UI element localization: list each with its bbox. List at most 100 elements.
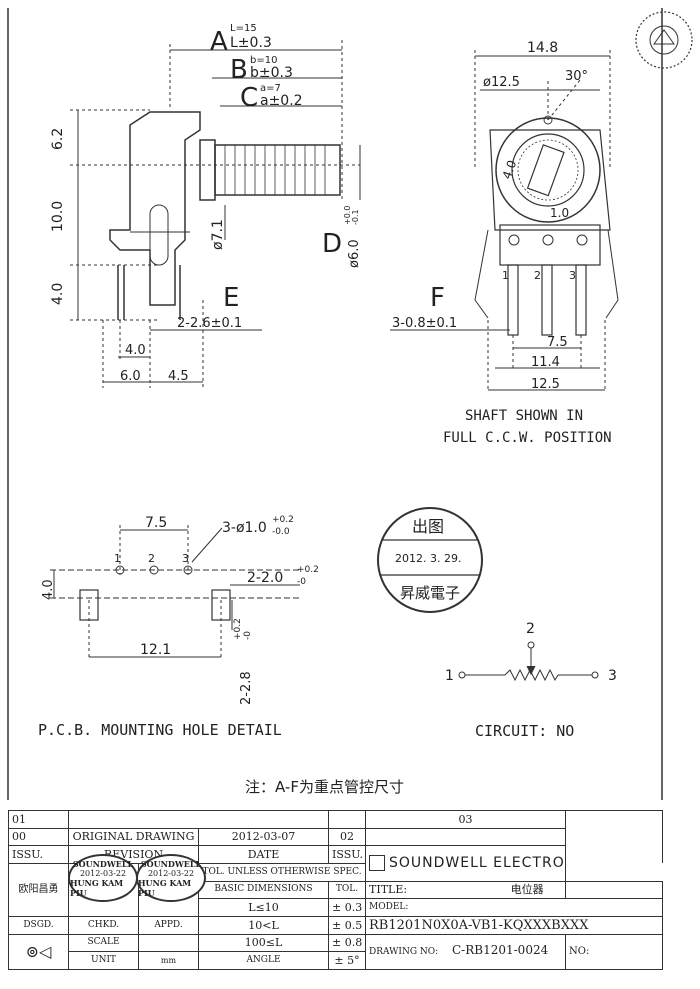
- pcb-dim-2-2-0-tol-top: +0.2: [297, 565, 319, 575]
- appd-stamp: SOUNDWELL 2012-03-22 HUNG KAM PIU: [136, 854, 206, 902]
- dim-b-letter: B: [230, 55, 248, 85]
- model-label: MODEL:: [365, 898, 664, 917]
- pcb-dim-7-5: 7.5: [145, 515, 167, 531]
- dim-d-letter: D: [322, 229, 342, 259]
- row1-dim: L≤10: [197, 898, 330, 917]
- dim-f-letter: F: [430, 283, 445, 313]
- pcb-dim-2-2-0-tol-bot: -0: [297, 577, 306, 587]
- seal-logo: [635, 11, 693, 69]
- dim-4-0-bottom: 4.0: [125, 343, 146, 358]
- dim-30deg: 30°: [565, 69, 588, 84]
- stamp-top: 出图: [412, 517, 444, 536]
- rev-00: 00: [8, 827, 69, 847]
- num-03: 03: [365, 810, 567, 829]
- dim-c-eq: a=7: [260, 83, 281, 94]
- circuit-label: CIRCUIT: NO: [475, 722, 574, 740]
- chkd-stamp-date: 2012-03-22: [79, 868, 127, 878]
- drawing-canvas: A L=15 L±0.3 B b=10 b±0.3 C a=7 a±0.2 6.…: [7, 8, 693, 800]
- dim-a-eq: L=15: [230, 23, 257, 34]
- drawing-no-label: DRAWING NO:: [369, 947, 439, 958]
- row3-tol: ± 0.8: [328, 933, 367, 953]
- appd-stamp-name: HUNG KAM PIU: [138, 877, 192, 898]
- projection-symbol-icon: ⊚◁: [8, 933, 69, 971]
- dim-14-8: 14.8: [527, 40, 558, 56]
- pcb-pin-2: 2: [148, 552, 155, 565]
- front-pin-2: 2: [534, 269, 541, 282]
- dim-e-letter: E: [223, 283, 239, 313]
- model-value: RB1201N0X0A-VB1-KQXXXBXXX: [365, 915, 664, 935]
- row2-dim: 10<L: [197, 915, 330, 935]
- row1-tol: ± 0.3: [328, 898, 367, 917]
- dim-phi6: ø6.0: [347, 239, 362, 268]
- scale-label: SCALE: [68, 933, 139, 953]
- title-label: TITLE:: [369, 883, 408, 897]
- dim-6-2: 6.2: [50, 128, 66, 150]
- tol-label: TOL.: [328, 880, 367, 900]
- circuit-pin1: 1: [445, 668, 454, 684]
- dim-a-tol: L±0.3: [230, 35, 272, 51]
- front-pin-1: 1: [502, 269, 509, 282]
- front-view: 14.8 ø12.5 30° 4.0 1.0 1 2 3 F 3-0.8±0.1: [390, 40, 619, 446]
- row2-tol: ± 0.5: [328, 915, 367, 935]
- circuit-pin2: 2: [526, 621, 535, 637]
- dim-6-0: 6.0: [120, 369, 141, 384]
- chkd-stamp-brand: SOUNDWELL: [72, 858, 134, 869]
- basic-dims: BASIC DIMENSIONS: [197, 880, 330, 900]
- circuit-pin3: 3: [608, 668, 617, 684]
- pcb-dim-4-0: 4.0: [41, 579, 56, 600]
- tol-header: TOL. UNLESS OTHERWISE SPEC.: [197, 862, 367, 882]
- pcb-dim-2-2-0: 2-2.0: [247, 570, 283, 586]
- shaft-note-line2: FULL C.C.W. POSITION: [443, 430, 612, 446]
- row4-dim: ANGLE: [197, 951, 330, 970]
- appd-label: APPD.: [138, 915, 199, 935]
- title-block: 01 03 00 ORIGINAL DRAWING 2012-03-07 02 …: [8, 810, 664, 971]
- dim-b-eq: b=10: [250, 55, 277, 66]
- drawing-no-value: C-RB1201-0024: [452, 943, 549, 958]
- dim-7-5: 7.5: [547, 335, 568, 350]
- row4-tol: ± 5°: [328, 951, 367, 970]
- dim-10-0: 10.0: [50, 201, 66, 232]
- pcb-title: P.C.B. MOUNTING HOLE DETAIL: [38, 721, 282, 739]
- dim-2-2-6: 2-2.6±0.1: [177, 316, 242, 331]
- appd-stamp-date: 2012-03-22: [147, 868, 195, 878]
- pcb-dim-12-1: 12.1: [140, 642, 171, 658]
- rev-01: 01: [8, 810, 69, 829]
- dim-phi7-1: ø7.1: [210, 219, 226, 250]
- company-logo-icon: [369, 855, 386, 872]
- pcb-dim-3-phi1: 3-ø1.0: [222, 520, 267, 536]
- date-label: DATE: [197, 845, 330, 864]
- issu-label: ISSU.: [8, 845, 69, 864]
- pcb-dim-2-2-8-tol-top: +0.2: [233, 618, 243, 640]
- dim-phi12-5: ø12.5: [483, 75, 520, 90]
- dim-1-0: 1.0: [550, 206, 569, 220]
- designer-name: 欧阳昌勇: [8, 862, 69, 917]
- dim-a-letter: A: [210, 27, 228, 57]
- dim-phi6-tol-bot: -0.1: [351, 209, 360, 225]
- chkd-stamp-name: HUNG KAM PIU: [70, 877, 124, 898]
- title-value: 电位器: [510, 883, 544, 897]
- circuit-diagram: 2 1 3 CIRCUIT: NO: [445, 621, 617, 740]
- dim-b-tol: b±0.3: [250, 65, 293, 81]
- dim-c-letter: C: [240, 83, 258, 113]
- dim-4-5: 4.5: [168, 369, 189, 384]
- original-drawing: ORIGINAL DRAWING: [68, 827, 199, 847]
- dim-12-5: 12.5: [531, 377, 560, 392]
- stamp-bottom: 昇威電子: [400, 584, 460, 602]
- company-name: SOUNDWELL ELECTRONIC: [389, 855, 565, 872]
- unit-value: mm: [138, 951, 199, 970]
- pcb-dim-3-phi1-tol-top: +0.2: [272, 515, 294, 525]
- front-pin-3: 3: [569, 269, 576, 282]
- control-note: 注：A-F为重点管控尺寸: [245, 778, 404, 796]
- pcb-pin-3: 3: [182, 552, 189, 565]
- shaft-note-line1: SHAFT SHOWN IN: [465, 408, 583, 424]
- date-stamp: 出图 2012. 3. 29. 昇威電子: [377, 507, 483, 613]
- unit-label: UNIT: [68, 951, 139, 970]
- stamp-date: 2012. 3. 29.: [395, 552, 461, 565]
- dim-c-tol: a±0.2: [260, 93, 303, 109]
- orig-date: 2012-03-07: [197, 827, 330, 847]
- issu-right: ISSU.: [328, 845, 367, 864]
- num-02: 02: [328, 827, 367, 847]
- appd-stamp-brand: SOUNDWELL: [140, 858, 202, 869]
- pcb-dim-3-phi1-tol-bot: -0.0: [272, 527, 290, 537]
- chkd-label: CHKD.: [68, 915, 139, 935]
